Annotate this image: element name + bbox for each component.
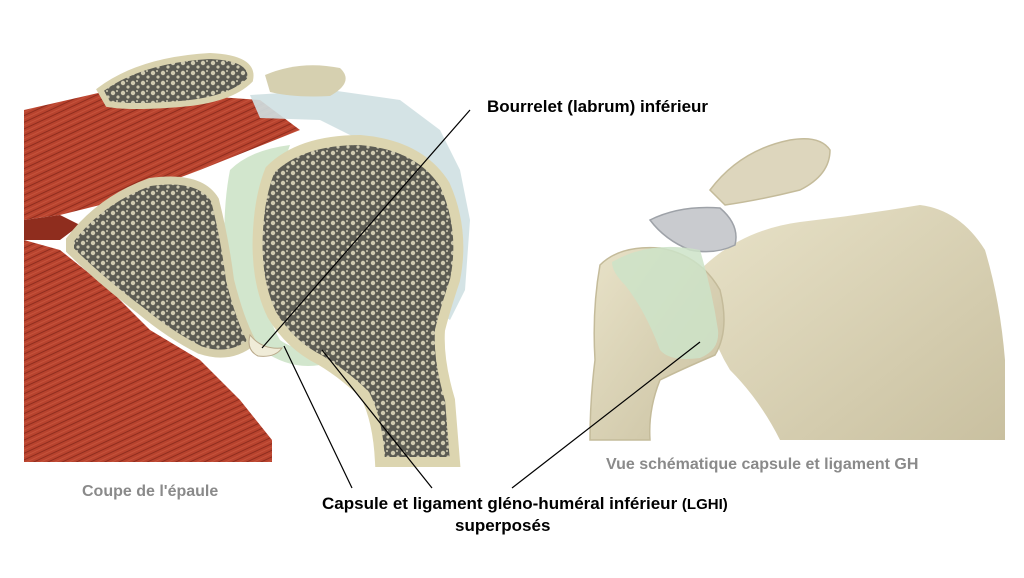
- capsule-green: [224, 145, 330, 366]
- label-capsule-abbr: (LGHI): [681, 496, 728, 513]
- humerus: [252, 134, 464, 467]
- acromion: [96, 52, 254, 109]
- caption-right: Vue schématique capsule et ligament GH: [606, 456, 919, 473]
- leader-capsule-left: [283, 345, 353, 489]
- leader-capsule-right: [511, 341, 701, 489]
- schematic-shoulder-illustration: [589, 138, 1005, 441]
- coracoid-right: [648, 206, 737, 253]
- clavicle-part: [265, 65, 346, 97]
- leader-capsule-mid: [321, 349, 433, 489]
- acromion-right: [709, 138, 831, 206]
- lower-muscle: [24, 240, 272, 462]
- muscle-left-edge: [24, 215, 80, 240]
- scapula-right: [700, 205, 1005, 440]
- scapula-glenoid: [66, 176, 258, 358]
- leader-lines: [261, 109, 701, 489]
- shoulder-section-illustration: [24, 52, 470, 467]
- caption-left: Coupe de l'épaule: [82, 483, 219, 500]
- label-capsule-line2: superposés: [455, 516, 551, 535]
- label-capsule-text: Capsule et ligament gléno-huméral inféri…: [322, 494, 678, 513]
- label-capsule: Capsule et ligament gléno-huméral inféri…: [322, 494, 728, 514]
- label-labrum: Bourrelet (labrum) inférieur: [487, 97, 709, 116]
- capsule-blue: [250, 90, 470, 320]
- deltoid-muscle: [24, 88, 300, 220]
- leader-labrum: [261, 109, 471, 349]
- capsule-green-right: [612, 246, 719, 359]
